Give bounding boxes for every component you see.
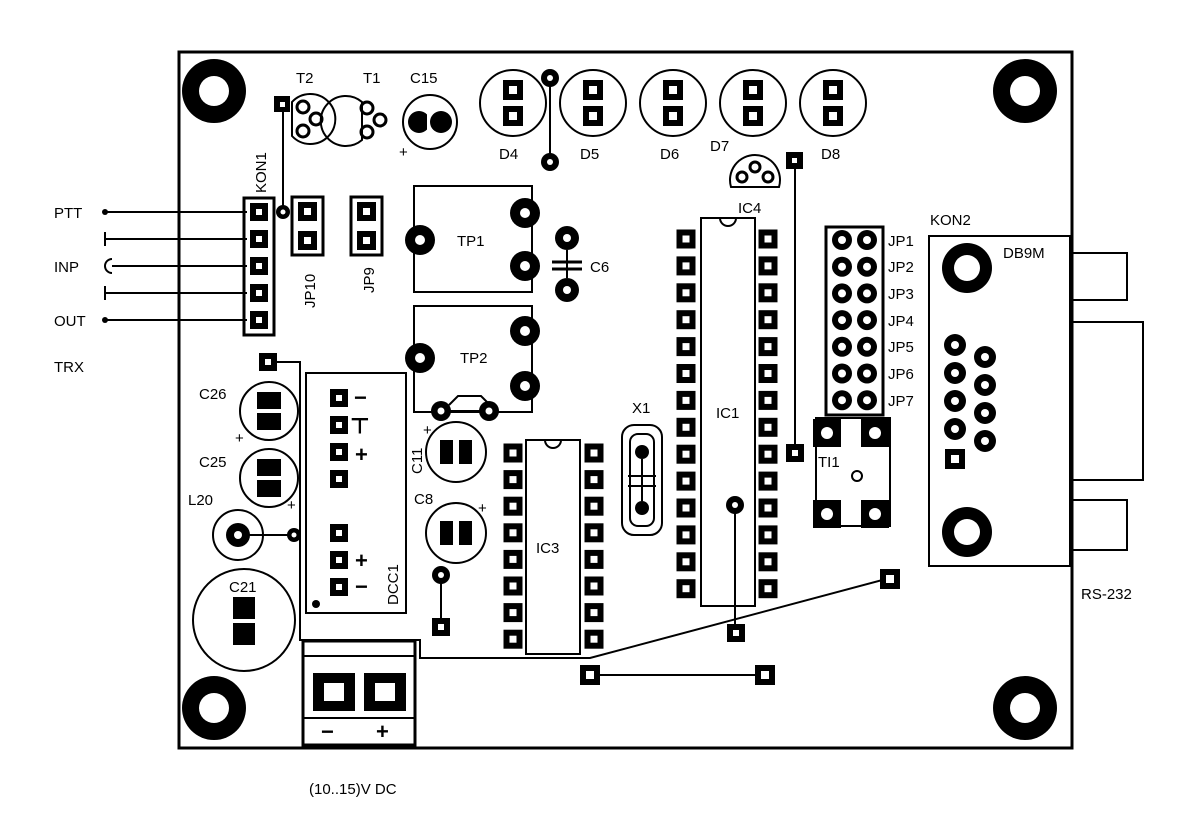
label-kon1: KON1 [253, 152, 270, 193]
jp1-jp7-header [824, 225, 885, 417]
label-jp3: JP3 [888, 286, 914, 303]
label-kon2: KON2 [930, 212, 971, 229]
label-d4: D4 [499, 146, 518, 163]
ic4-regulator [729, 152, 803, 188]
power-terminal [301, 639, 417, 747]
c21-capacitor [192, 568, 296, 672]
label-d7: D7 [710, 138, 729, 155]
label-dcc1: DCC1 [385, 564, 402, 605]
label-out: OUT [54, 313, 86, 330]
kon1-connector [242, 196, 276, 337]
dcc1-plus-sign: + [355, 548, 368, 573]
label-x1: X1 [632, 400, 650, 417]
label-jp1: JP1 [888, 233, 914, 250]
label-ic3: IC3 [536, 540, 559, 557]
label-trx: TRX [54, 359, 84, 376]
label-ic4: IC4 [738, 200, 761, 217]
tp1-trimmer [405, 185, 540, 293]
dcc1-converter [305, 372, 407, 614]
ic3-chip [503, 439, 604, 655]
resistor-footprint [431, 395, 499, 421]
plus-sign: + [423, 422, 432, 439]
plus-sign: + [287, 497, 296, 514]
label-d6: D6 [660, 146, 679, 163]
label-power: (10..15)V DC [309, 781, 397, 798]
tp2-trimmer [405, 305, 540, 413]
led-row [479, 69, 867, 171]
c8-capacitor [425, 502, 487, 636]
label-c15: C15 [410, 70, 438, 87]
jp10-jumper [276, 195, 325, 257]
plus-sign: + [399, 144, 408, 161]
label-c6: C6 [590, 259, 609, 276]
c6-capacitor [552, 226, 582, 302]
dcc1-minus-sign: − [355, 574, 368, 599]
label-l20: L20 [188, 492, 213, 509]
label-jp6: JP6 [888, 366, 914, 383]
plus-sign: + [235, 430, 244, 447]
plus-sign: + [478, 500, 487, 517]
label-ti1: TI1 [818, 454, 840, 471]
label-c11: C11 [409, 448, 426, 474]
label-d8: D8 [821, 146, 840, 163]
label-jp4: JP4 [888, 313, 914, 330]
label-inp: INP [54, 259, 79, 276]
c26-capacitor [239, 353, 299, 441]
led-d5 [559, 69, 627, 137]
t2-transistor [274, 93, 337, 145]
terminal-minus-sign: − [321, 719, 334, 744]
label-jp2: JP2 [888, 259, 914, 276]
label-db9m: DB9M [1003, 245, 1045, 262]
led-d4 [479, 69, 547, 137]
dcc1-plus-sign: + [355, 442, 368, 467]
label-t1: T1 [363, 70, 381, 87]
led-d8 [799, 69, 867, 137]
label-c25: C25 [199, 454, 227, 471]
dcc1-minus-sign: − [354, 385, 367, 410]
c25-capacitor [239, 448, 299, 508]
ti1-transformer [813, 417, 891, 528]
label-ic1: IC1 [716, 405, 739, 422]
label-jp7: JP7 [888, 393, 914, 410]
kon2-db9-connector [928, 235, 1144, 567]
label-jp10: JP10 [302, 274, 319, 308]
board-outline [177, 50, 1074, 750]
dcc1-ground-sign: ⊥ [350, 413, 370, 438]
label-jp9: JP9 [361, 267, 378, 293]
labels: T2 T1 C15 D4 D5 D6 D7 D8 IC4 KON1 JP10 J… [54, 70, 1132, 798]
c15-capacitor [402, 94, 458, 150]
ic1-chip [676, 217, 778, 642]
label-ptt: PTT [54, 205, 82, 222]
t1-transistor [319, 95, 388, 147]
mounting-holes [182, 59, 1057, 740]
label-d5: D5 [580, 146, 599, 163]
label-tp1: TP1 [457, 233, 485, 250]
c11-capacitor [425, 421, 487, 483]
label-c26: C26 [199, 386, 227, 403]
led-d7 [719, 69, 787, 137]
label-jp5: JP5 [888, 339, 914, 356]
terminal-plus-sign: + [376, 719, 389, 744]
jp9-jumper [349, 195, 384, 257]
label-rs232: RS-232 [1081, 586, 1132, 603]
label-tp2: TP2 [460, 350, 488, 367]
label-c21: C21 [229, 579, 257, 596]
label-t2: T2 [296, 70, 314, 87]
l20-inductor [212, 509, 301, 561]
led-d6 [639, 69, 707, 137]
label-c8: C8 [414, 491, 433, 508]
x1-crystal [621, 424, 663, 536]
